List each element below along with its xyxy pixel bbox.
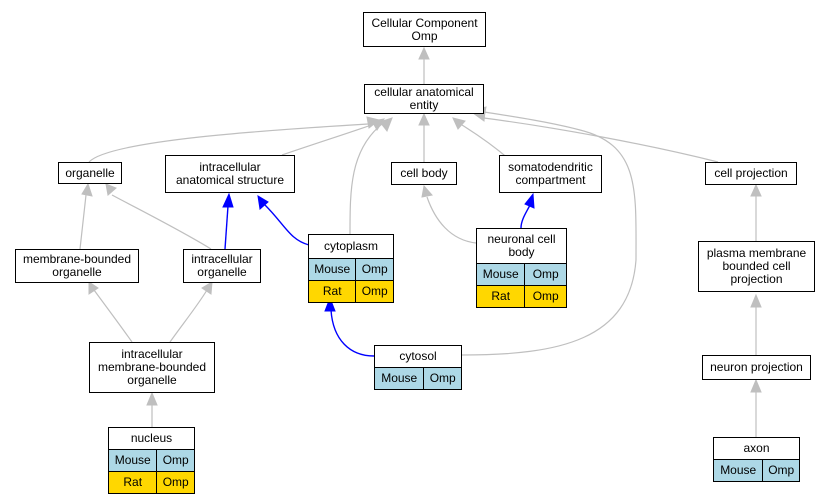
edge-organelle-to-entity [88,123,369,163]
annotation-row-mouse: Mouse Omp [109,449,194,471]
node-label: cell projection [714,166,788,180]
mouse-cell: Mouse [477,264,525,285]
arrowhead [524,192,535,209]
mouse-cell: Mouse [109,450,157,471]
node-intracellular-organelle[interactable]: intracellular organelle [183,249,261,283]
arrowhead [418,112,430,126]
edge-intracellular-organelle-to-intracellular-structure [224,205,229,250]
arrowhead [452,117,466,130]
node-somatodendritic-compartment[interactable]: somatodendritic compartment [499,155,602,193]
gene-cell: Omp [156,450,194,471]
gene-cell: Omp [156,472,194,493]
node-intracellular-anatomical-structure[interactable]: intracellular anatomical structure [165,155,295,193]
arrowhead [750,183,762,197]
node-axon[interactable]: axon Mouse Omp [713,437,800,482]
rat-cell: Rat [477,286,525,307]
gene-cell: Omp [524,286,566,307]
arrowhead [257,195,269,210]
edge-mbo-to-organelle [79,194,87,250]
node-label: membrane-bounded organelle [22,252,132,279]
edge-cytosol-to-entity [461,111,637,356]
rat-cell: Rat [109,472,157,493]
mouse-cell: Mouse [309,259,356,280]
node-organelle[interactable]: organelle [58,162,122,184]
node-nucleus[interactable]: nucleus Mouse Omp Rat Omp [108,427,195,494]
arrowhead [324,296,336,312]
node-label: cytoplasm [323,239,379,253]
edge-cytoplasm-to-entity [349,123,383,235]
edge-cytosol-to-cytoplasm [330,309,375,357]
node-cell-projection[interactable]: cell projection [705,162,797,185]
edge-cellprojection-to-entity [483,117,719,163]
annotation-row-mouse: Mouse Omp [477,263,566,285]
node-label: neuron projection [710,360,803,374]
arrowhead [418,46,430,60]
edge-imbo-to-intracellular-organelle [169,289,208,343]
node-label: cellular anatomical entity [374,85,474,112]
node-cytosol[interactable]: cytosol Mouse Omp [374,345,462,390]
arrowhead [88,281,99,295]
gene-cell: Omp [524,264,566,285]
node-label: intracellular membrane-bounded organelle [97,347,207,387]
annotation-row-rat: Rat Omp [109,471,194,493]
arrowhead [105,183,117,196]
node-cell-body[interactable]: cell body [391,162,457,185]
annotation-row-mouse: Mouse Omp [714,459,799,481]
mouse-cell: Mouse [714,460,763,481]
arrowhead [146,391,158,406]
edge-neuronal-cellbody-to-cellbody [426,196,477,244]
edge-cytoplasm-to-intracellular-structure [264,204,310,246]
edge-neuronal-cellbody-to-somatodendritic [520,204,531,229]
node-label: intracellular organelle [191,252,253,279]
node-label: axon [743,441,770,455]
node-neuronal-cell-body[interactable]: neuronal cell body Mouse Omp Rat Omp [476,228,567,308]
gene-cell: Omp [355,259,393,280]
node-label: somatodendritic compartment [508,160,593,187]
arrowhead [379,117,393,133]
node-label: cytosol [399,349,437,363]
edge-intracellular-organelle-to-organelle [111,194,212,250]
node-intracellular-membrane-bounded-organelle[interactable]: intracellular membrane-bounded organelle [89,342,215,393]
node-label: cell body [400,166,448,180]
annotation-row-mouse: Mouse Omp [309,258,393,280]
node-neuron-projection[interactable]: neuron projection [702,355,811,380]
node-label: neuronal cell body [487,232,556,259]
node-label: organelle [65,165,115,180]
arrowhead [81,182,93,197]
node-label: intracellular anatomical structure [175,160,285,187]
arrowhead [421,184,433,198]
gene-cell: Omp [762,460,799,481]
arrowhead [222,192,234,208]
node-cellular-anatomical-entity[interactable]: cellular anatomical entity [364,84,484,114]
annotation-row-rat: Rat Omp [477,285,566,307]
edge-imbo-to-mbo [93,289,133,343]
node-cytoplasm[interactable]: cytoplasm Mouse Omp Rat Omp [308,234,394,303]
node-plasma-membrane-bounded-cell-projection[interactable]: plasma membrane bounded cell projection [698,241,815,292]
node-membrane-bounded-organelle[interactable]: membrane-bounded organelle [15,249,139,283]
node-cellular-component[interactable]: Cellular Component Omp [363,12,486,47]
arrowhead [750,293,762,308]
gene-cell: Omp [355,281,393,302]
annotation-row-rat: Rat Omp [309,280,393,302]
gene-cell: Omp [423,368,461,389]
node-label: Cellular Component Omp [371,15,478,43]
arrowhead [201,281,213,295]
node-label: nucleus [130,431,173,445]
arrowhead [750,378,762,393]
node-label: plasma membrane bounded cell projection [706,246,807,286]
annotation-row-mouse: Mouse Omp [375,367,461,389]
rat-cell: Rat [309,281,356,302]
mouse-cell: Mouse [375,368,424,389]
